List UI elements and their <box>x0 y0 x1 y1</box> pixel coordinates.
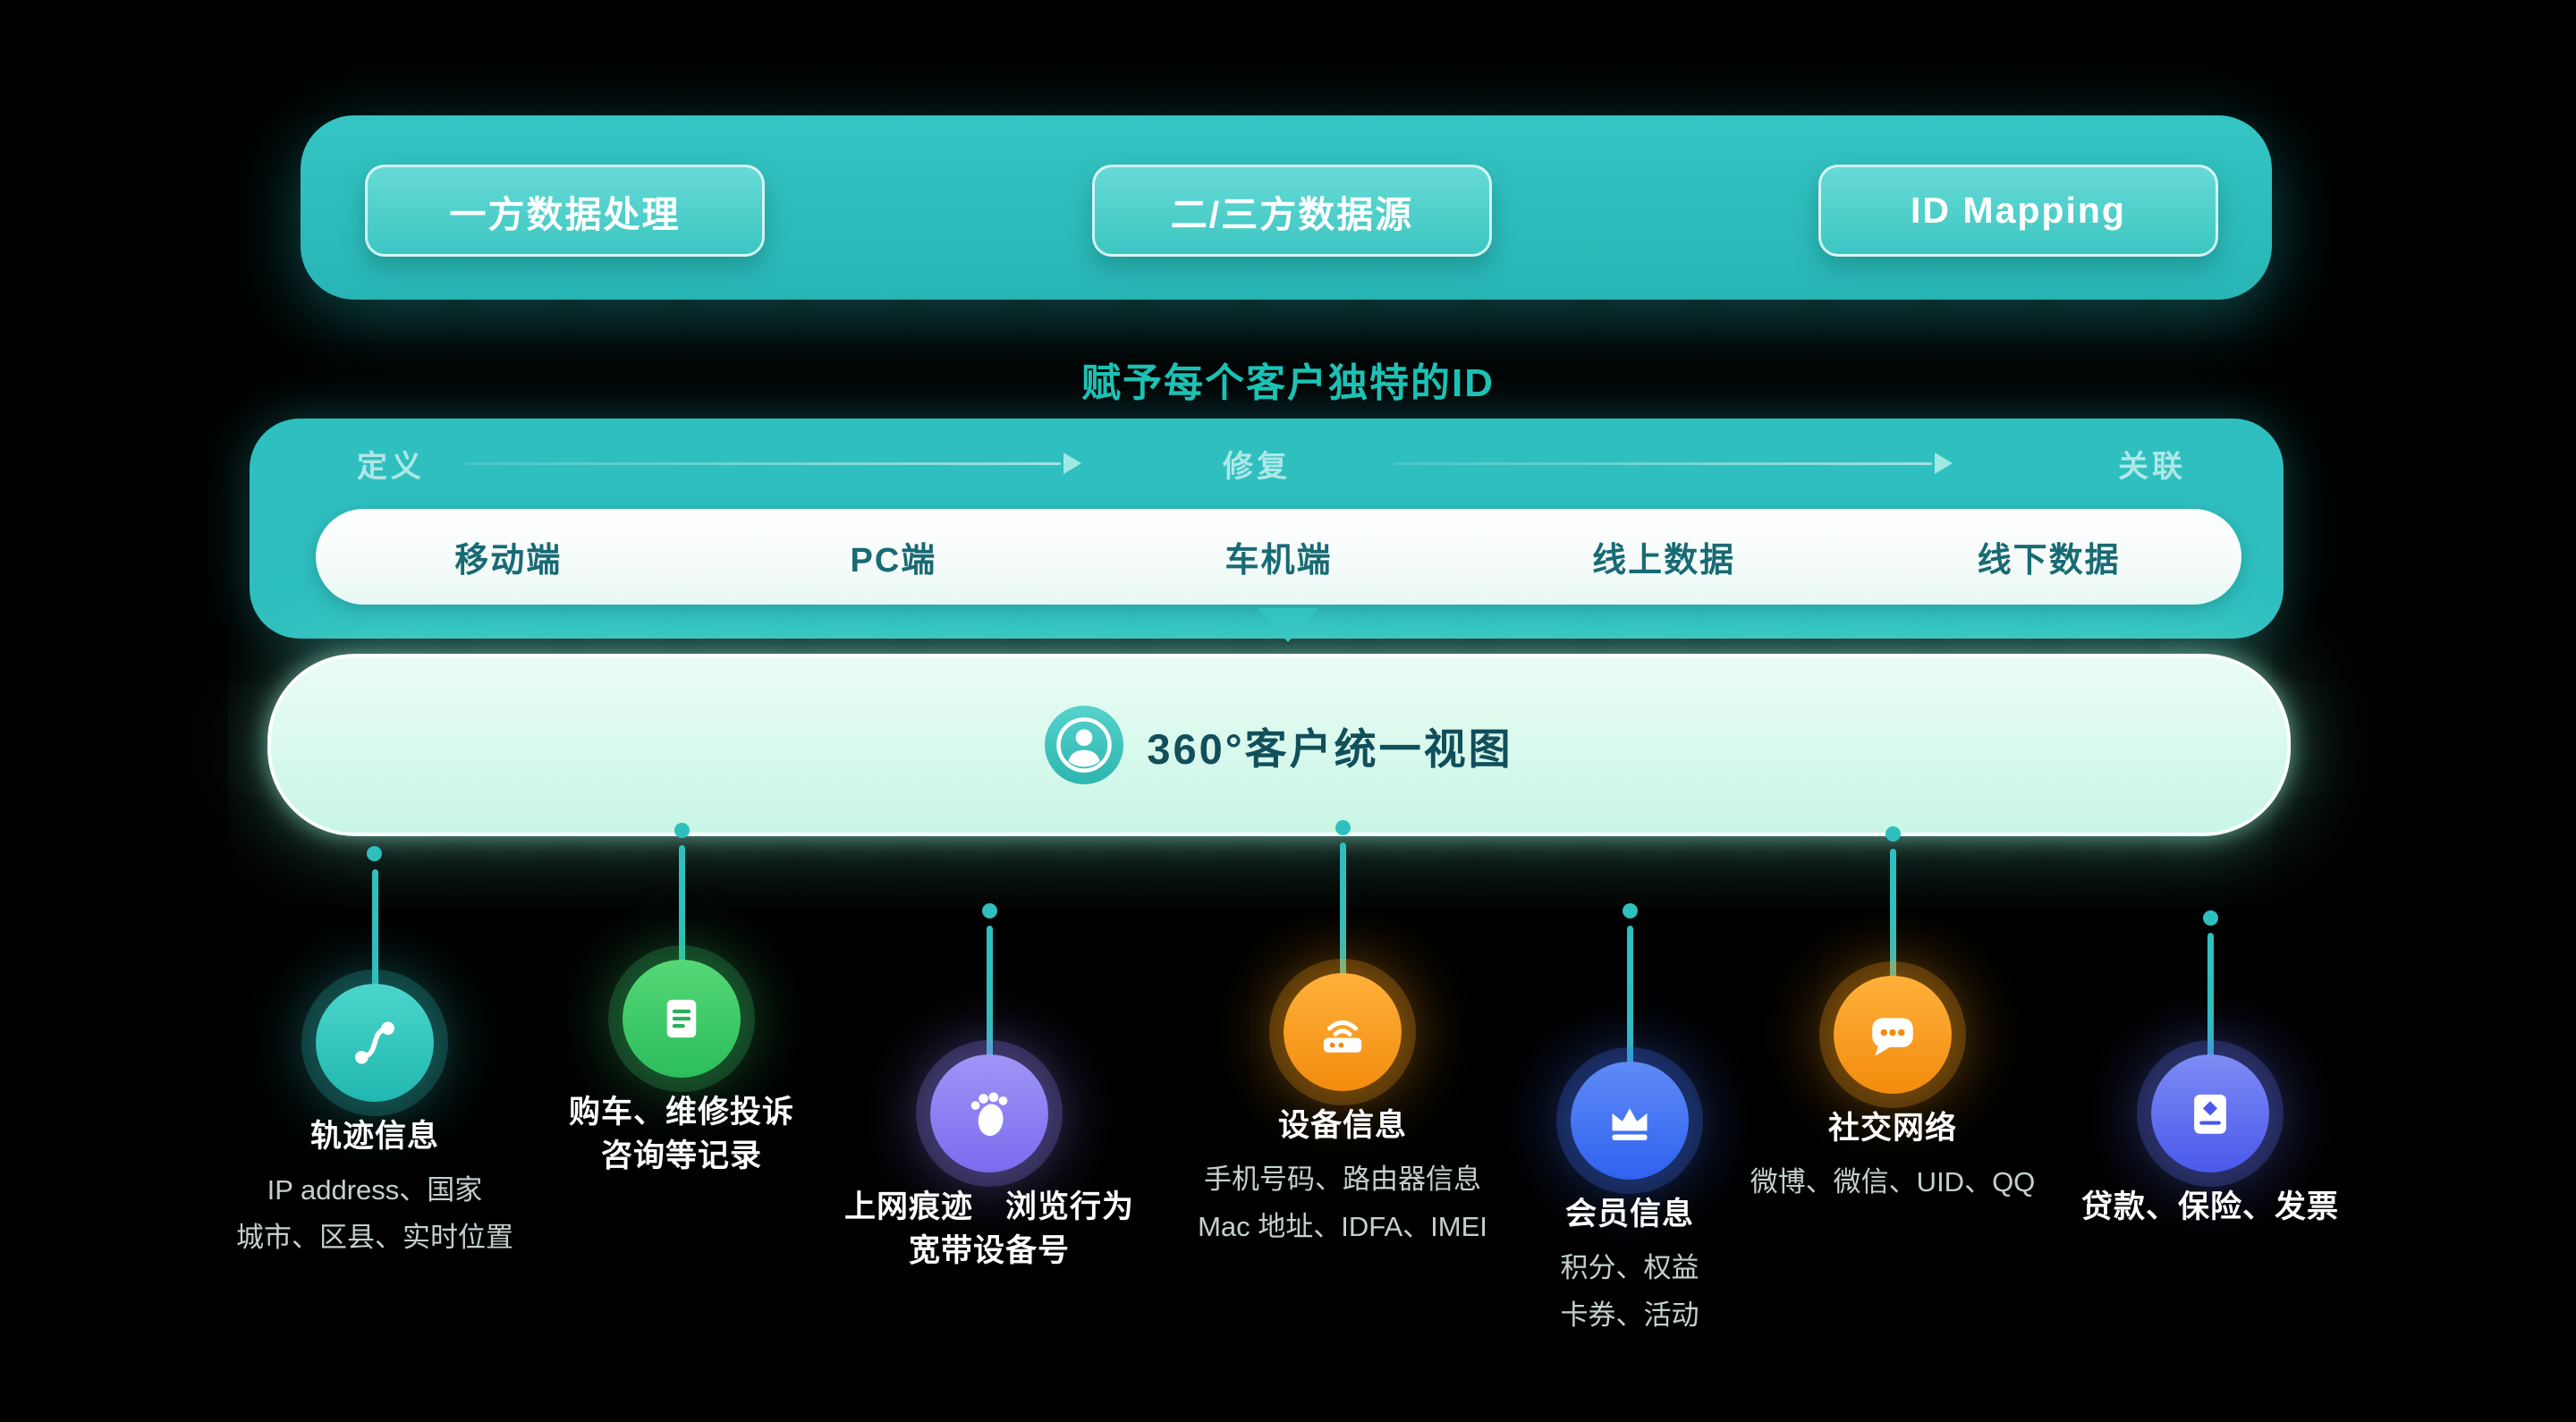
source-desc-line: 微博、微信、UID、QQ <box>1750 1166 2036 1198</box>
connector-dot <box>2203 910 2218 926</box>
chat-icon <box>1834 976 1952 1094</box>
source-card-trajectory: 轨迹信息 IP address、国家 城市、区县、实时位置 <box>160 984 589 1261</box>
connector-dot <box>674 823 690 838</box>
source-card-member-info: 会员信息 积分、权益 卡券、活动 <box>1415 1062 1844 1339</box>
connector-line <box>1340 842 1346 980</box>
user-avatar-icon <box>1045 706 1124 784</box>
stage-define: 定义 <box>357 450 425 484</box>
pill-id-mapping: ID Mapping <box>1818 165 2218 257</box>
source-title-line: 上网痕迹 浏览行为 <box>843 1189 1134 1224</box>
channel-offline-data: 线下数据 <box>1977 542 2121 580</box>
channel-vehicle: 车机端 <box>1224 542 1333 580</box>
connector-line <box>2207 933 2214 1062</box>
source-title-line: 宽带设备号 <box>908 1233 1070 1268</box>
connector-dot <box>1885 826 1901 842</box>
connector-line <box>987 926 993 1062</box>
source-desc-line: 城市、区县、实时位置 <box>236 1221 513 1253</box>
source-title-line: 购车、维修投诉 <box>568 1095 794 1130</box>
source-desc-line: 卡券、活动 <box>1560 1299 1699 1331</box>
flow-line <box>1394 462 1932 465</box>
flow-line <box>465 462 1061 465</box>
channel-online-data: 线上数据 <box>1592 542 1736 580</box>
connector-line <box>1890 849 1896 983</box>
source-desc-line: Mac 地址、IDFA、IMEI <box>1198 1210 1487 1242</box>
connector-dot <box>367 846 382 861</box>
source-card-service-records: 购车、维修投诉 咨询等记录 <box>467 960 896 1178</box>
stage-repair: 修复 <box>1223 450 1291 484</box>
top-banner: 一方数据处理 二/三方数据源 ID Mapping <box>301 115 2272 300</box>
channels-bar: 移动端 PC端 车机端 线上数据 线下数据 <box>316 509 2241 605</box>
source-desc-line: IP address、国家 <box>267 1174 483 1206</box>
source-title: 会员信息 <box>1564 1197 1694 1232</box>
source-title: 上网痕迹 浏览行为 宽带设备号 <box>775 1185 1204 1273</box>
unified-view-bar: 360°客户统一视图 <box>267 654 2291 836</box>
connector-line <box>1627 926 1633 1069</box>
source-title-line: 咨询等记录 <box>600 1138 762 1173</box>
connector-line <box>372 869 378 991</box>
source-desc: IP address、国家 城市、区县、实时位置 <box>160 1167 589 1261</box>
arrow-down-icon <box>1258 608 1318 642</box>
source-card-social-network: 社交网络 微博、微信、UID、QQ <box>1678 976 2107 1206</box>
pill-label-id-mapping: ID Mapping <box>1911 190 2126 231</box>
unified-view-label: 360°客户统一视图 <box>1147 724 1513 773</box>
finance-icon <box>2151 1054 2269 1172</box>
source-title: 贷款、保险、发票 <box>2080 1189 2339 1224</box>
source-desc-line: 手机号码、路由器信息 <box>1204 1164 1481 1195</box>
source-card-web-traces: 上网痕迹 浏览行为 宽带设备号 <box>775 1054 1204 1273</box>
connector-dot <box>1335 820 1351 835</box>
connector-dot <box>1623 903 1638 918</box>
source-title: 购车、维修投诉 咨询等记录 <box>467 1090 896 1178</box>
arrow-right-icon <box>1935 453 1953 474</box>
arrow-right-icon <box>1063 453 1081 474</box>
source-desc: 积分、权益 卡券、活动 <box>1415 1245 1844 1339</box>
router-icon <box>1284 973 1402 1091</box>
source-title: 轨迹信息 <box>309 1119 439 1154</box>
pill-first-party-data: 一方数据处理 <box>365 165 765 257</box>
source-title: 社交网络 <box>1827 1111 1957 1146</box>
source-card-device-info: 设备信息 手机号码、路由器信息 Mac 地址、IDFA、IMEI <box>1128 973 1557 1250</box>
connector-dot <box>982 903 997 918</box>
source-desc-line: 积分、权益 <box>1560 1252 1699 1283</box>
document-icon <box>623 960 741 1078</box>
headline: 赋予每个客户独特的ID <box>1081 361 1495 405</box>
pill-second-third-party-data: 二/三方数据源 <box>1092 165 1492 257</box>
crown-icon <box>1571 1062 1689 1180</box>
connector-line <box>679 845 685 967</box>
pipeline-panel: 定义 修复 关联 移动端 PC端 车机端 线上数据 线下数据 <box>250 419 2284 639</box>
source-desc: 微博、微信、UID、QQ <box>1678 1159 2107 1206</box>
source-card-finance: 贷款、保险、发票 <box>1996 1054 2425 1229</box>
footprint-icon <box>930 1054 1048 1172</box>
source-desc: 手机号码、路由器信息 Mac 地址、IDFA、IMEI <box>1128 1156 1557 1250</box>
route-icon <box>316 984 434 1102</box>
channel-mobile: 移动端 <box>454 542 563 580</box>
pill-label-second-third-party: 二/三方数据源 <box>1170 193 1414 235</box>
pill-label-first-party: 一方数据处理 <box>449 193 681 235</box>
stage-associate: 关联 <box>2118 450 2186 484</box>
source-title: 设备信息 <box>1277 1108 1407 1143</box>
channel-pc: PC端 <box>850 542 937 580</box>
